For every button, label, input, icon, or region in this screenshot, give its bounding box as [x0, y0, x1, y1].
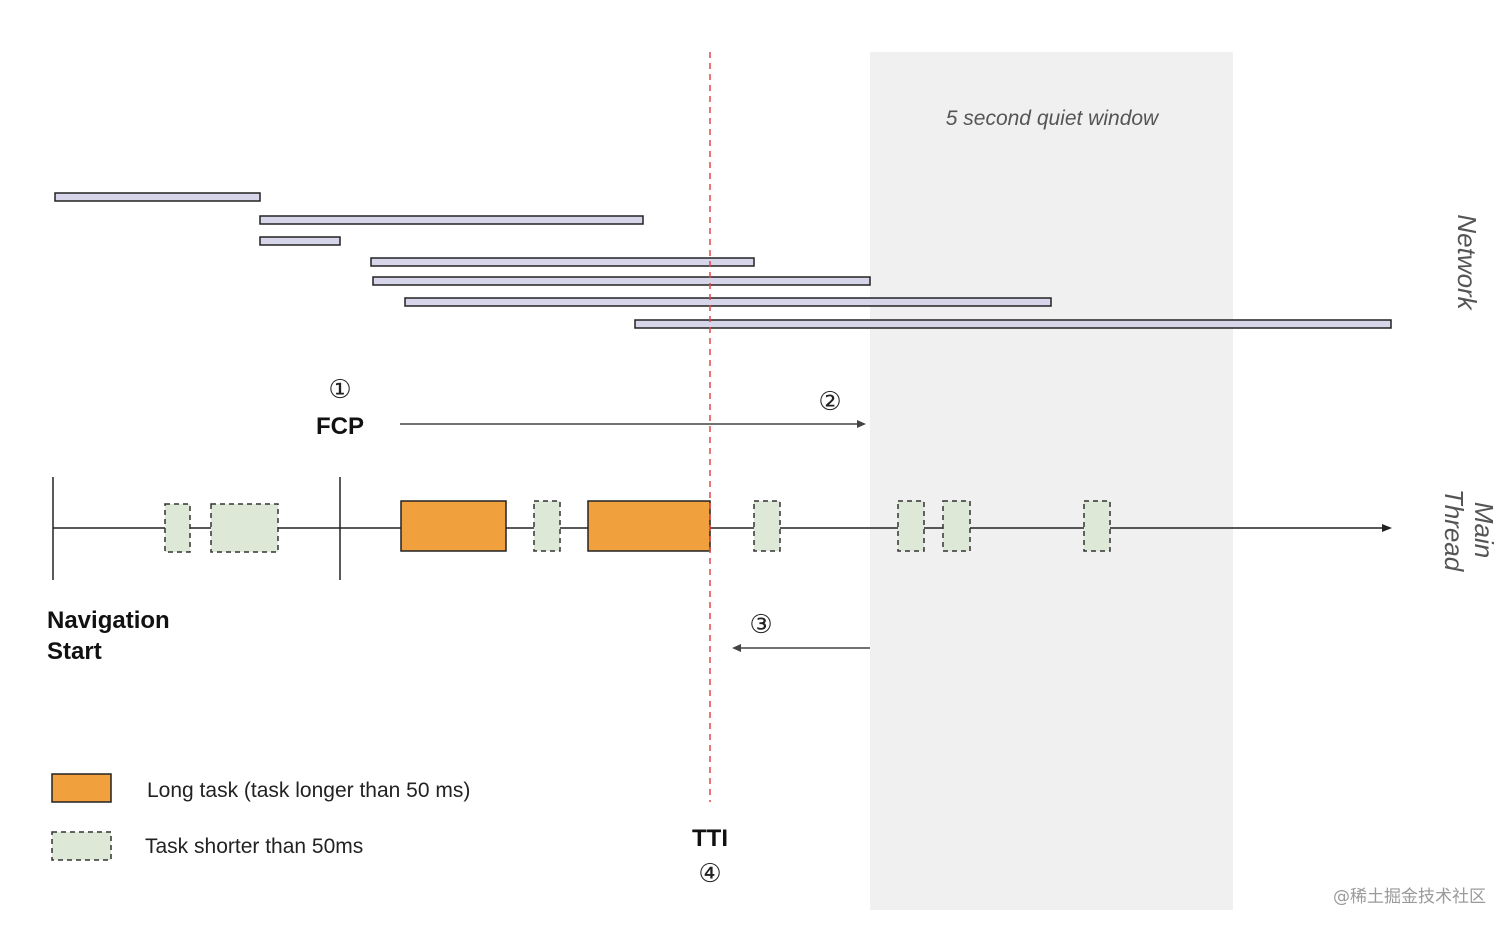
network-bar	[370, 257, 755, 267]
long-task	[400, 500, 507, 552]
main-thread-label-line1: Main	[1469, 502, 1499, 558]
network-bar	[259, 236, 341, 246]
short-task	[897, 500, 925, 552]
legend-long-task-label: Long task (task longer than 50 ms)	[147, 779, 470, 802]
short-tasks	[164, 500, 1111, 553]
network-bar	[259, 215, 644, 225]
main-thread-label: MainThread	[1439, 489, 1499, 573]
forward-arrowhead	[857, 420, 866, 428]
short-task	[210, 503, 279, 553]
fcp-number: ①	[328, 375, 351, 405]
long-task	[587, 500, 711, 552]
watermark: @稀土掘金技术社区	[1333, 887, 1486, 907]
tti-number: ④	[698, 859, 721, 889]
network-label: Network	[1452, 214, 1482, 311]
short-task	[164, 503, 191, 553]
network-requests	[54, 192, 1392, 329]
tti-label: TTI	[692, 825, 728, 852]
main-thread-arrowhead	[1382, 524, 1392, 532]
legend-short-task-swatch	[51, 831, 112, 861]
network-bar	[372, 276, 871, 286]
fcp-label: FCP	[316, 413, 364, 440]
navigation-start-line2: Start	[47, 638, 102, 665]
quiet-window-region	[870, 52, 1233, 910]
navigation-start-line1: Navigation	[47, 607, 170, 634]
network-bar	[54, 192, 261, 202]
backward-arrowhead	[732, 644, 741, 652]
short-task	[533, 500, 561, 552]
short-task	[1083, 500, 1111, 552]
legend-long-task-swatch	[51, 773, 112, 803]
quiet-window-label: 5 second quiet window	[946, 107, 1160, 130]
step2-number: ②	[818, 387, 841, 417]
network-bar	[634, 319, 1392, 329]
legend-short-task-label: Task shorter than 50ms	[145, 835, 363, 858]
network-bar	[404, 297, 1052, 307]
main-thread-label-line2: Thread	[1439, 489, 1469, 573]
short-task	[753, 500, 781, 552]
step3-number: ③	[749, 610, 772, 640]
short-task	[942, 500, 971, 552]
long-tasks	[400, 500, 711, 552]
